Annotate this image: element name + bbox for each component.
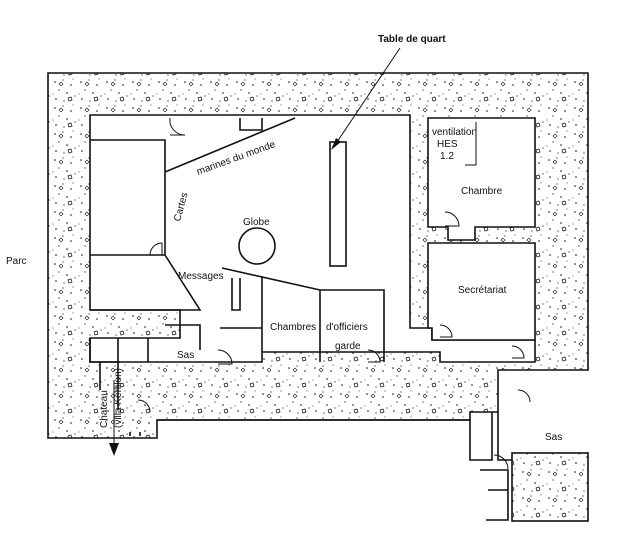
label-villa-kerlilon: (villa Kérlilon) (113, 368, 124, 428)
lower-corridor (129, 412, 512, 461)
left-room-walls (90, 117, 296, 311)
label-sas-right: Sas (545, 432, 562, 443)
label-sas-main: Sas (177, 350, 194, 361)
door-swing-6 (511, 345, 525, 359)
label-chambre: Chambre (461, 186, 503, 197)
label-globe: Globe (243, 217, 270, 228)
label-secretariat: Secrétariat (458, 285, 507, 296)
door-swing-4 (439, 324, 453, 338)
door-swing-7 (217, 349, 233, 365)
ventilation-room (427, 117, 536, 241)
door-swing-3 (444, 211, 460, 227)
label-ventilation: ventilation (432, 127, 477, 138)
label-garde: garde (335, 341, 361, 352)
secretariat-room (427, 242, 536, 341)
label-messages: Messages (178, 271, 224, 282)
interior-space (89, 114, 536, 363)
label-hes-num: 1.2 (440, 151, 454, 162)
chambres-walls (221, 267, 385, 362)
door-swing-1 (169, 117, 186, 136)
corridor-to-sas (480, 469, 509, 521)
ventilation-box (465, 122, 477, 166)
door-swing-10 (137, 399, 151, 413)
entry-arrowhead (109, 443, 119, 456)
leader-arrowhead (331, 138, 341, 150)
globe (238, 227, 276, 265)
label-dofficiers: d'officiers (326, 322, 368, 333)
label-table-de-quart: Table de quart (378, 34, 446, 45)
label-hes: HES (437, 139, 458, 150)
table-de-quart-leader (334, 47, 401, 146)
sas-walls (147, 324, 262, 362)
door-swing-2 (149, 242, 163, 256)
label-chateau: Chateau (99, 390, 110, 428)
door-swing-9 (517, 389, 531, 403)
door-swing-8 (493, 454, 509, 470)
label-chambres: Chambres (270, 322, 316, 333)
door-swing-5 (367, 349, 381, 363)
entry-corridor (89, 338, 120, 410)
label-parc: Parc (6, 256, 27, 267)
right-sas-block (511, 452, 589, 522)
